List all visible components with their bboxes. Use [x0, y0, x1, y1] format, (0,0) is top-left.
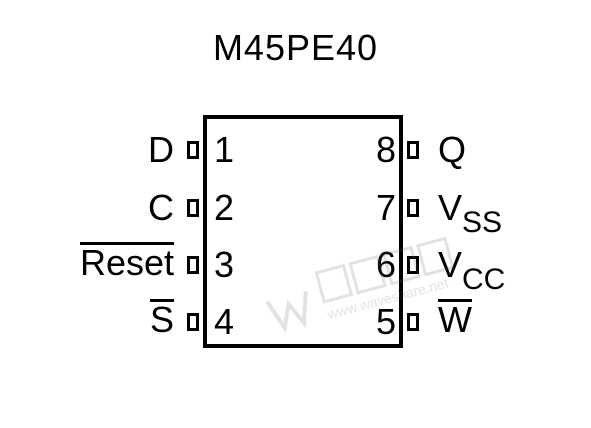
- pin-1-number: 1: [214, 129, 235, 170]
- pin-6-lead: [407, 256, 419, 274]
- signal-reset-label: Reset: [79, 242, 174, 283]
- pin-4-signal: S: [149, 299, 174, 340]
- pin-7-lead: [407, 199, 419, 217]
- signal-vcc-subscript: CC: [462, 263, 506, 296]
- signal-w-label: W: [438, 299, 472, 340]
- pin-6-signal: VCC: [438, 244, 505, 297]
- pin-8-number: 8: [375, 129, 396, 170]
- signal-vcc-label: V: [438, 244, 463, 285]
- pin-3-number: 3: [214, 244, 235, 285]
- signal-s-label: S: [149, 299, 174, 340]
- pin-7-number: 7: [375, 187, 396, 228]
- pin-8-signal: Q: [438, 130, 466, 170]
- pin-5-number: 5: [375, 301, 396, 342]
- pin-1-lead: [187, 141, 199, 159]
- pin-4-number: 4: [214, 301, 235, 342]
- signal-vss-label: V: [438, 187, 463, 228]
- pin-2-signal: C: [148, 188, 174, 228]
- pin-2-number: 2: [214, 187, 235, 228]
- signal-c-label: C: [148, 187, 174, 228]
- chip-title: M45PE40: [212, 27, 379, 68]
- pin-8-lead: [407, 141, 419, 159]
- pin-5-signal: W: [438, 299, 472, 340]
- watermark-logo-icon: [265, 236, 455, 334]
- signal-vss-subscript: SS: [462, 206, 503, 239]
- watermark-logo: www.waveshare.net: [257, 219, 517, 351]
- signal-q-label: Q: [438, 129, 467, 170]
- signal-d-label: D: [148, 129, 174, 170]
- pin-7-signal: VSS: [438, 187, 502, 240]
- pin-6-number: 6: [375, 244, 396, 285]
- pin-5-lead: [407, 313, 419, 331]
- pin-3-signal: Reset: [79, 242, 174, 283]
- pin-1-signal: D: [148, 130, 174, 170]
- pin-3-lead: [187, 256, 199, 274]
- pin-2-lead: [187, 199, 199, 217]
- ic-package-body: [203, 115, 403, 348]
- pin-4-lead: [187, 313, 199, 331]
